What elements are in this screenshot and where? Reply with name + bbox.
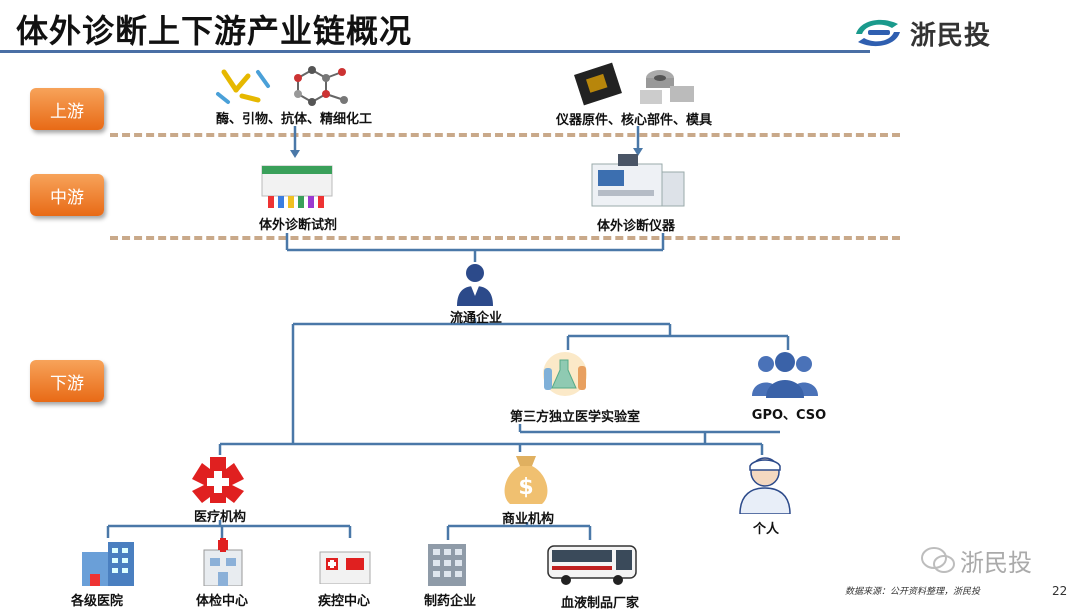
money-bag-icon: $: [504, 456, 548, 504]
label-reagents: 体外诊断试剂: [258, 218, 338, 233]
lab-flasks-icon: [543, 352, 587, 396]
wechat-icon: [921, 546, 955, 573]
title-divider: [0, 50, 870, 53]
zheminto-logo-icon: [856, 19, 900, 47]
clinic-building-icon: [203, 538, 243, 586]
separator-upstream: [110, 133, 900, 137]
label-raw-materials: 酶、引物、抗体、精细化工: [215, 112, 373, 127]
label-checkup-center: 体检中心: [195, 594, 249, 609]
reagent-kit-icon: [261, 165, 333, 208]
source-note: 数据来源：公开资料整理，浙民投: [845, 587, 981, 597]
label-cdc: 疾控中心: [317, 594, 371, 609]
label-medical-institutions: 医疗机构: [193, 510, 247, 525]
brand: 浙民投: [852, 14, 991, 52]
label-third-party-lab: 第三方独立医学实验室: [509, 410, 641, 425]
svg-text:$: $: [518, 475, 533, 500]
patient-person-icon: [739, 457, 791, 514]
hospital-building-icon: [82, 542, 134, 586]
analyzer-instrument-icon: [591, 154, 685, 207]
label-blood-products: 血液制品厂家: [560, 596, 640, 611]
chip-parts-icon: [574, 62, 694, 106]
page-number: 22: [1052, 584, 1068, 598]
bus-icon: [547, 545, 637, 585]
label-hospitals: 各级医院: [70, 594, 124, 609]
label-pharma: 制药企业: [423, 594, 477, 609]
label-distributor: 流通企业: [449, 311, 503, 326]
brand-name: 浙民投: [910, 20, 992, 51]
stage-midstream: 中游: [30, 174, 104, 216]
label-individual: 个人: [752, 522, 780, 537]
stage-upstream: 上游: [30, 88, 104, 130]
separator-midstream: [110, 236, 900, 240]
label-gpo-cso: GPO、CSO: [751, 408, 827, 423]
watermark: 浙民投: [920, 543, 1032, 578]
group-people-icon: [752, 352, 818, 398]
label-commercial-institutions: 商业机构: [501, 512, 555, 527]
page-title: 体外诊断上下游产业链概况: [16, 12, 413, 50]
stage-downstream: 下游: [30, 360, 104, 402]
medical-cross-icon: [192, 457, 244, 503]
factory-building-icon: [428, 544, 466, 586]
watermark-text: 浙民投: [960, 549, 1032, 577]
businessman-icon: [457, 264, 493, 306]
label-instruments: 体外诊断仪器: [596, 219, 676, 234]
molecules-icon: [216, 66, 348, 106]
label-components: 仪器原件、核心部件、模具: [555, 113, 713, 128]
cdc-building-icon: [319, 551, 371, 584]
